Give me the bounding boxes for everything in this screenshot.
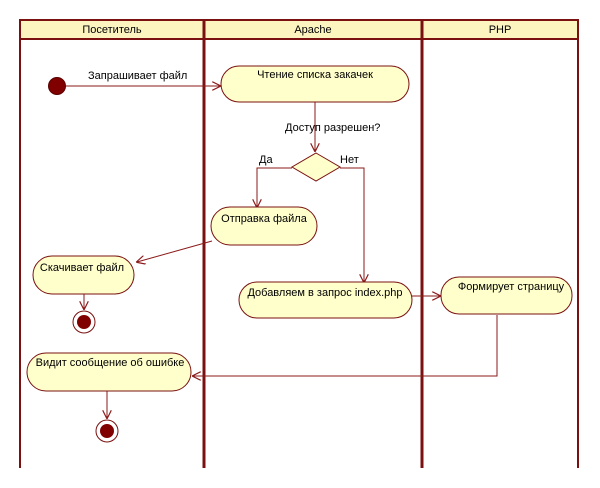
- lane-title-visitor: Посетитель: [82, 24, 142, 36]
- action-see-error: Видит сообщение об ошибке: [26, 352, 192, 392]
- action-build-page: Формирует страницу: [440, 276, 573, 315]
- action-read-list: Чтение списка закачек: [220, 65, 410, 103]
- action-download-file-label: Скачивает файл: [40, 262, 124, 274]
- edge-decision-no: [340, 167, 364, 282]
- swimlanes: Посетитель Apache PHP: [19, 19, 579, 468]
- action-download-file: Скачивает файл: [32, 255, 135, 295]
- edge-label-request-file: Запрашивает файл: [88, 70, 187, 82]
- edge-decision-yes: [257, 167, 292, 207]
- lane-title-apache: Apache: [294, 24, 331, 36]
- action-read-list-label: Чтение списка закачек: [257, 69, 373, 81]
- edge-send-to-download: [137, 240, 213, 262]
- final-node-download: [72, 310, 96, 334]
- edge-label-no: Нет: [340, 154, 359, 166]
- action-send-file-label: Отправка файла: [221, 213, 308, 225]
- initial-node: [48, 77, 66, 95]
- decision-node-access: [291, 152, 341, 182]
- action-send-file: Отправка файла: [210, 206, 318, 246]
- action-see-error-label: Видит сообщение об ошибке: [36, 357, 185, 369]
- edge-build-to-error: [193, 315, 498, 376]
- final-node-error: [95, 419, 119, 443]
- action-add-to-request-label: Добавляем в запрос index.php: [247, 287, 402, 299]
- lane-header-band: [19, 20, 579, 39]
- edge-label-access-granted: Доступ разрешен?: [285, 122, 380, 134]
- edge-label-yes: Да: [259, 154, 273, 166]
- lane-title-php: PHP: [489, 24, 512, 36]
- action-build-page-label: Формирует страницу: [458, 281, 565, 293]
- edges: [66, 86, 498, 418]
- action-add-to-request: Добавляем в запрос index.php: [238, 281, 413, 319]
